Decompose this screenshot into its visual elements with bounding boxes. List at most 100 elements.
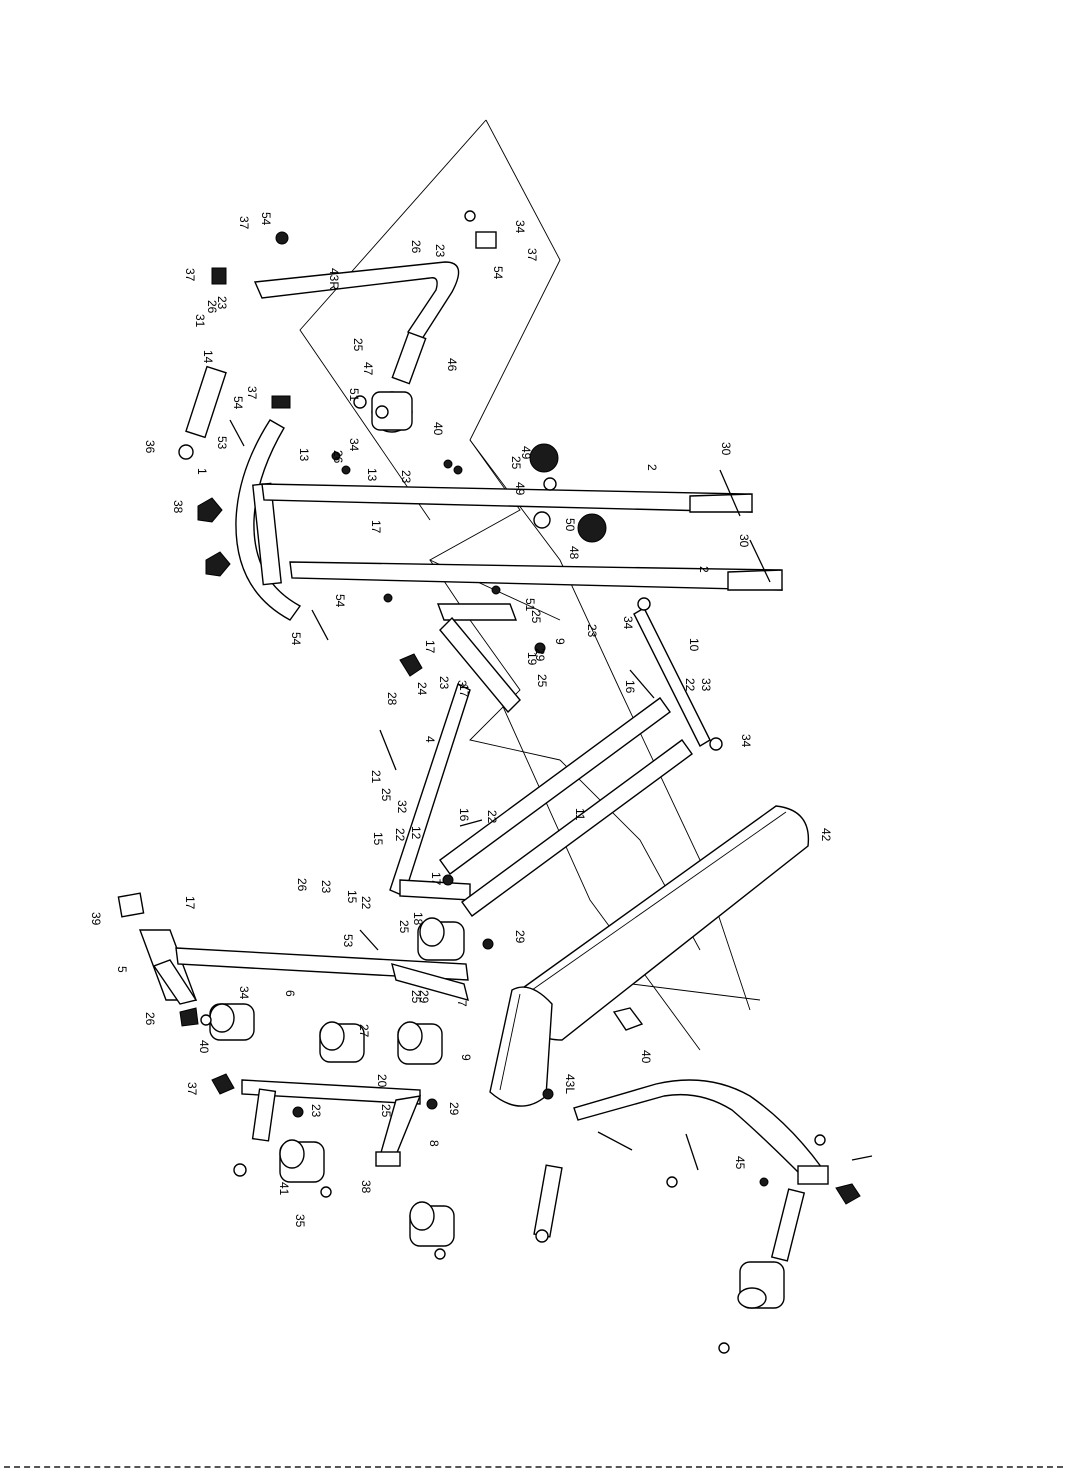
part-label: 43L (563, 1074, 577, 1094)
part-label: 22 (359, 896, 373, 910)
part-label: 25 (397, 920, 411, 934)
part-label: 22 (485, 810, 499, 824)
part-label: 53 (215, 436, 229, 450)
part-label: 30 (737, 534, 751, 548)
part-label: 24 (415, 682, 429, 696)
part-label: 47 (361, 362, 375, 376)
central-beam-3-4 (389, 603, 521, 901)
back-pad-42 (489, 986, 553, 1107)
part-label: 51 (523, 598, 537, 612)
part-label: 23 (585, 624, 599, 638)
part-label: 26 (295, 878, 309, 892)
roller-tubes (251, 1088, 806, 1262)
part-label: 40 (197, 1040, 211, 1054)
roller (319, 1021, 365, 1063)
roller (209, 1003, 255, 1041)
part-label: 23 (437, 676, 451, 690)
part-label: 54 (231, 396, 245, 410)
part-label: 50 (563, 518, 577, 532)
part-label: 34 (739, 734, 753, 748)
part-label: 26 (205, 300, 219, 314)
part-label: 17 (183, 896, 197, 910)
part-label: 39 (89, 912, 103, 926)
part-label: 22 (683, 678, 697, 692)
part-label: 18 (411, 912, 425, 926)
part-label: 15 (345, 890, 359, 904)
part-label: 51 (347, 388, 361, 402)
part-label: 23 (399, 470, 413, 484)
part-label: 17 (423, 640, 437, 654)
part-label: 34 (513, 220, 527, 234)
part-label: 37 (245, 386, 259, 400)
part-label: 12 (409, 826, 423, 840)
part-label: 38 (171, 500, 185, 514)
part-label: 54 (491, 266, 505, 280)
part-label: 49 (519, 446, 533, 460)
part-label: 26 (409, 240, 423, 254)
part-label: 17 (457, 684, 471, 698)
foot-frame-8 (211, 1073, 422, 1167)
part-label: 48 (567, 546, 581, 560)
part-label: 32 (395, 800, 409, 814)
hardware (178, 210, 873, 1354)
part-label: 22 (393, 828, 407, 842)
part-label: 13 (365, 468, 379, 482)
part-label: 33 (699, 678, 713, 692)
part-label: 37 (237, 216, 251, 230)
part-label: 13 (297, 448, 311, 462)
part-label: 14 (201, 350, 215, 364)
part-label: 7 (455, 1000, 469, 1007)
part-label: 54 (333, 594, 347, 608)
part-label: 19 (525, 652, 539, 666)
arm-43r (573, 1007, 861, 1205)
part-label: 41 (277, 1182, 291, 1196)
part-label: 34 (237, 986, 251, 1000)
part-label: 23 (215, 296, 229, 310)
part-label: 8 (427, 1140, 441, 1147)
part-label: 23 (433, 244, 447, 258)
tube-10 (633, 597, 723, 751)
part-label: 16 (623, 680, 637, 694)
part-label: 21 (369, 770, 383, 784)
part-label: 29 (417, 990, 431, 1004)
part-label: 26 (143, 1012, 157, 1026)
part-label: 49 (513, 482, 527, 496)
part-label: 35 (293, 1214, 307, 1228)
roller (409, 1201, 455, 1247)
front-frame-5-6-7 (117, 892, 469, 1027)
part-label: 5 (115, 966, 129, 973)
part-label: 43R (327, 268, 341, 290)
part-label: 37 (185, 1082, 199, 1096)
part-label: 45 (733, 1156, 747, 1170)
part-label: 25 (529, 610, 543, 624)
part-label: 11 (573, 808, 587, 821)
roller (737, 1261, 785, 1309)
part-label: 25 (409, 990, 423, 1004)
arm-43l (185, 231, 497, 439)
part-label: 53 (341, 934, 355, 948)
part-label: 54 (259, 212, 273, 226)
part-label: 31 (193, 314, 207, 328)
part-label: 9 (553, 638, 567, 645)
part-label: 36 (143, 440, 157, 454)
part-label: 37 (525, 248, 539, 262)
part-label: 25 (379, 788, 393, 802)
upright-2-bottom (289, 561, 783, 591)
part-label: 46 (445, 358, 459, 372)
part-label: 9 (459, 1054, 473, 1061)
part-label: 37 (183, 268, 197, 282)
roller (279, 1139, 325, 1183)
part-label: 25 (535, 674, 549, 688)
part-label: 40 (639, 1050, 653, 1064)
part-label: 30 (719, 442, 733, 456)
part-label: 26 (331, 450, 345, 464)
part-label: 23 (309, 1104, 323, 1118)
rails-11 (439, 697, 693, 917)
page-bottom-rule (4, 1466, 1063, 1468)
part-label: 15 (371, 832, 385, 846)
upright-2-top (261, 483, 753, 513)
part-label: 2 (645, 464, 659, 471)
part-label: 2 (697, 566, 711, 573)
part-label: 25 (509, 456, 523, 470)
